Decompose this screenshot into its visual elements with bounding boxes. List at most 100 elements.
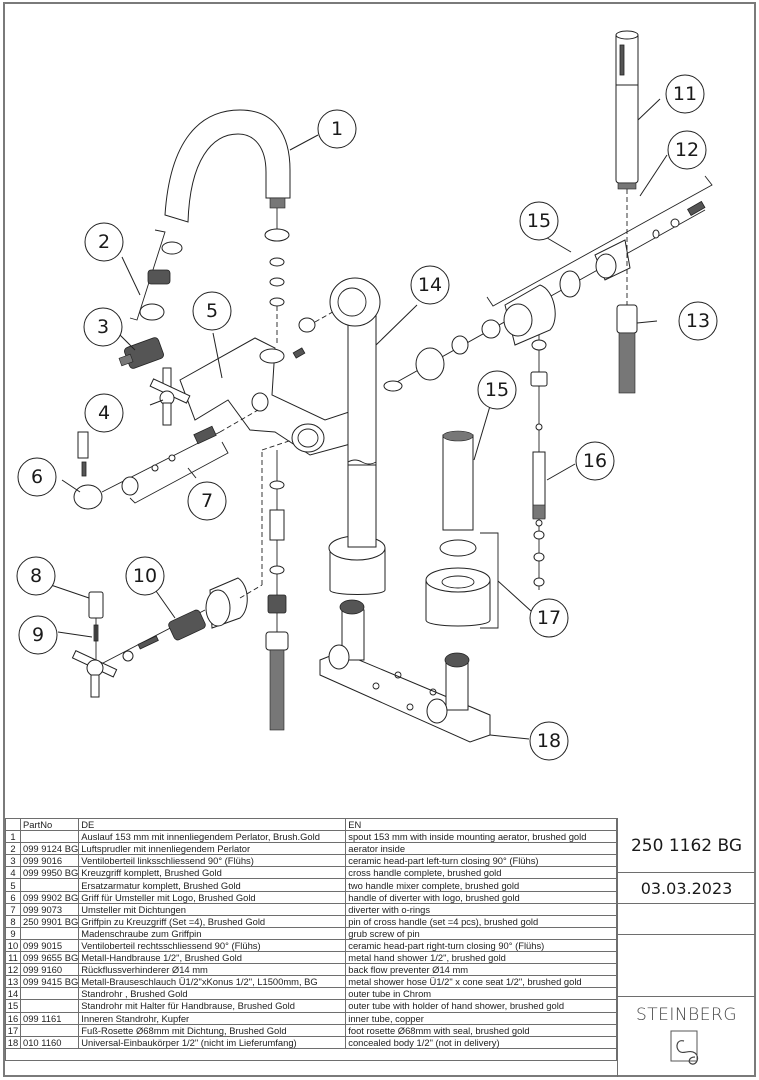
standpipe-outer-tube bbox=[328, 277, 386, 595]
row-en: two handle mixer complete, brushed gold bbox=[345, 878, 618, 892]
title-block-empty-cell bbox=[618, 904, 755, 935]
row-num: 17 bbox=[5, 1023, 21, 1037]
svg-text:14: 14 bbox=[418, 274, 442, 296]
row-num: 13 bbox=[5, 975, 21, 989]
inner-tube-assembly bbox=[530, 335, 548, 590]
head-part-right bbox=[168, 439, 293, 641]
cross-handle-lower bbox=[71, 591, 206, 698]
row-en: aerator inside bbox=[345, 842, 618, 856]
balloon-13: 13 bbox=[678, 301, 718, 341]
row-de: Griffpin zu Kreuzgriff (Set =4), Brushed… bbox=[78, 914, 347, 928]
balloon-4: 4 bbox=[84, 393, 124, 433]
balloon-10: 10 bbox=[125, 556, 165, 596]
balloon-1: 1 bbox=[317, 109, 357, 149]
row-de: Metall-Handbrause 1/2", Brushed Gold bbox=[78, 951, 347, 965]
svg-text:2: 2 bbox=[98, 231, 110, 253]
row-part-no bbox=[19, 999, 80, 1013]
svg-text:15: 15 bbox=[485, 379, 509, 401]
balloon-15-holder: 15 bbox=[519, 201, 559, 241]
row-de: Auslauf 153 mm mit innenliegendem Perlat… bbox=[78, 830, 347, 844]
svg-text:10: 10 bbox=[133, 565, 157, 587]
concealed-body bbox=[319, 599, 491, 743]
row-num: 2 bbox=[5, 842, 21, 856]
row-part-no bbox=[19, 926, 80, 940]
row-en: foot rosette Ø68mm with seal, brushed go… bbox=[345, 1023, 618, 1037]
head-part-left bbox=[118, 337, 164, 369]
svg-text:17: 17 bbox=[537, 607, 561, 629]
svg-text:15: 15 bbox=[527, 210, 551, 232]
row-part-no bbox=[19, 830, 80, 844]
row-en: ceramic head-part right-turn closing 90°… bbox=[345, 938, 618, 953]
document-date: 03.03.2023 bbox=[618, 873, 755, 904]
title-block: 250 1162 BG 03.03.2023 STEINBERG bbox=[617, 818, 755, 1077]
aerator-parts bbox=[129, 229, 183, 321]
row-num: 11 bbox=[5, 951, 21, 965]
row-de: Standrohr mit Halter für Handbrause, Bru… bbox=[78, 999, 347, 1013]
header-num bbox=[5, 817, 21, 832]
lower-hose-assembly bbox=[265, 450, 289, 731]
row-num: 9 bbox=[5, 926, 21, 940]
svg-text:4: 4 bbox=[98, 402, 110, 424]
balloon-16: 16 bbox=[575, 441, 615, 481]
balloon-5: 5 bbox=[192, 291, 232, 331]
header-en: EN bbox=[345, 817, 618, 832]
row-en: outer tube with holder of hand shower, b… bbox=[345, 999, 618, 1013]
row-part-no: 099 9160 bbox=[19, 963, 80, 977]
row-de: Fuß-Rosette Ø68mm mit Dichtung, Brushed … bbox=[78, 1023, 347, 1037]
row-part-no bbox=[19, 878, 80, 892]
row-part-no: 099 1161 bbox=[19, 1011, 80, 1025]
shower-holder-assembly bbox=[383, 175, 713, 392]
row-part-no: 099 9415 BG bbox=[19, 975, 80, 989]
spout-seals bbox=[264, 208, 290, 345]
svg-text:9: 9 bbox=[32, 624, 44, 646]
balloon-2: 2 bbox=[84, 222, 124, 262]
row-de: Umsteller mit Dichtungen bbox=[78, 902, 347, 916]
row-de: Ersatzarmatur komplett, Brushed Gold bbox=[78, 878, 347, 892]
balloon-15-tube: 15 bbox=[477, 370, 517, 410]
row-part-no: 250 9901 BG bbox=[19, 914, 80, 928]
row-en: ceramic head-part left-turn closing 90° … bbox=[345, 854, 618, 868]
row-num: 7 bbox=[5, 902, 21, 916]
row-de: Metall-Brauseschlauch Ü1/2"xKonus 1/2", … bbox=[78, 975, 347, 989]
row-num: 4 bbox=[5, 866, 21, 880]
balloon-6: 6 bbox=[17, 457, 57, 497]
row-en: diverter with o-rings bbox=[345, 902, 618, 916]
table-header-row: PartNo DE EN bbox=[5, 817, 618, 832]
brand-name: STEINBERG bbox=[635, 1005, 737, 1025]
balloon-17: 17 bbox=[529, 598, 569, 638]
svg-text:7: 7 bbox=[201, 490, 213, 512]
svg-text:5: 5 bbox=[206, 300, 218, 322]
header-de: DE bbox=[78, 817, 347, 832]
row-en: outer tube in Chrom bbox=[345, 987, 618, 1001]
svg-text:12: 12 bbox=[675, 139, 699, 161]
row-part-no: 099 9016 bbox=[19, 854, 80, 868]
diverter-parts bbox=[73, 409, 259, 510]
row-de: Universal-Einbaukörper 1/2" (nicht im Li… bbox=[78, 1035, 347, 1049]
balloon-9: 9 bbox=[18, 615, 58, 655]
row-en: back flow preventer Ø14 mm bbox=[345, 963, 618, 977]
row-de: Luftsprudler mit innenliegendem Perlator bbox=[78, 842, 347, 856]
row-num: 6 bbox=[5, 890, 21, 904]
leader-lines bbox=[47, 98, 668, 740]
exploded-view-drawing: 1 2 3 4 5 6 7 8 9 10 11 12 13 14 15 15 1… bbox=[16, 30, 718, 761]
cross-handle bbox=[149, 367, 191, 426]
row-en: cross handle complete, brushed gold bbox=[345, 866, 618, 880]
row-en: metal hand shower 1/2", brushed gold bbox=[345, 951, 618, 965]
row-en: pin of cross handle (set =4 pcs), brushe… bbox=[345, 914, 618, 928]
row-part-no bbox=[19, 987, 80, 1001]
row-part-no: 099 9015 bbox=[19, 938, 80, 953]
row-de: Rückflussverhinderer Ø14 mm bbox=[78, 963, 347, 977]
balloon-3: 3 bbox=[83, 307, 123, 347]
row-part-no bbox=[19, 1023, 80, 1037]
row-num: 3 bbox=[5, 854, 21, 868]
article-number: 250 1162 BG bbox=[618, 818, 755, 873]
